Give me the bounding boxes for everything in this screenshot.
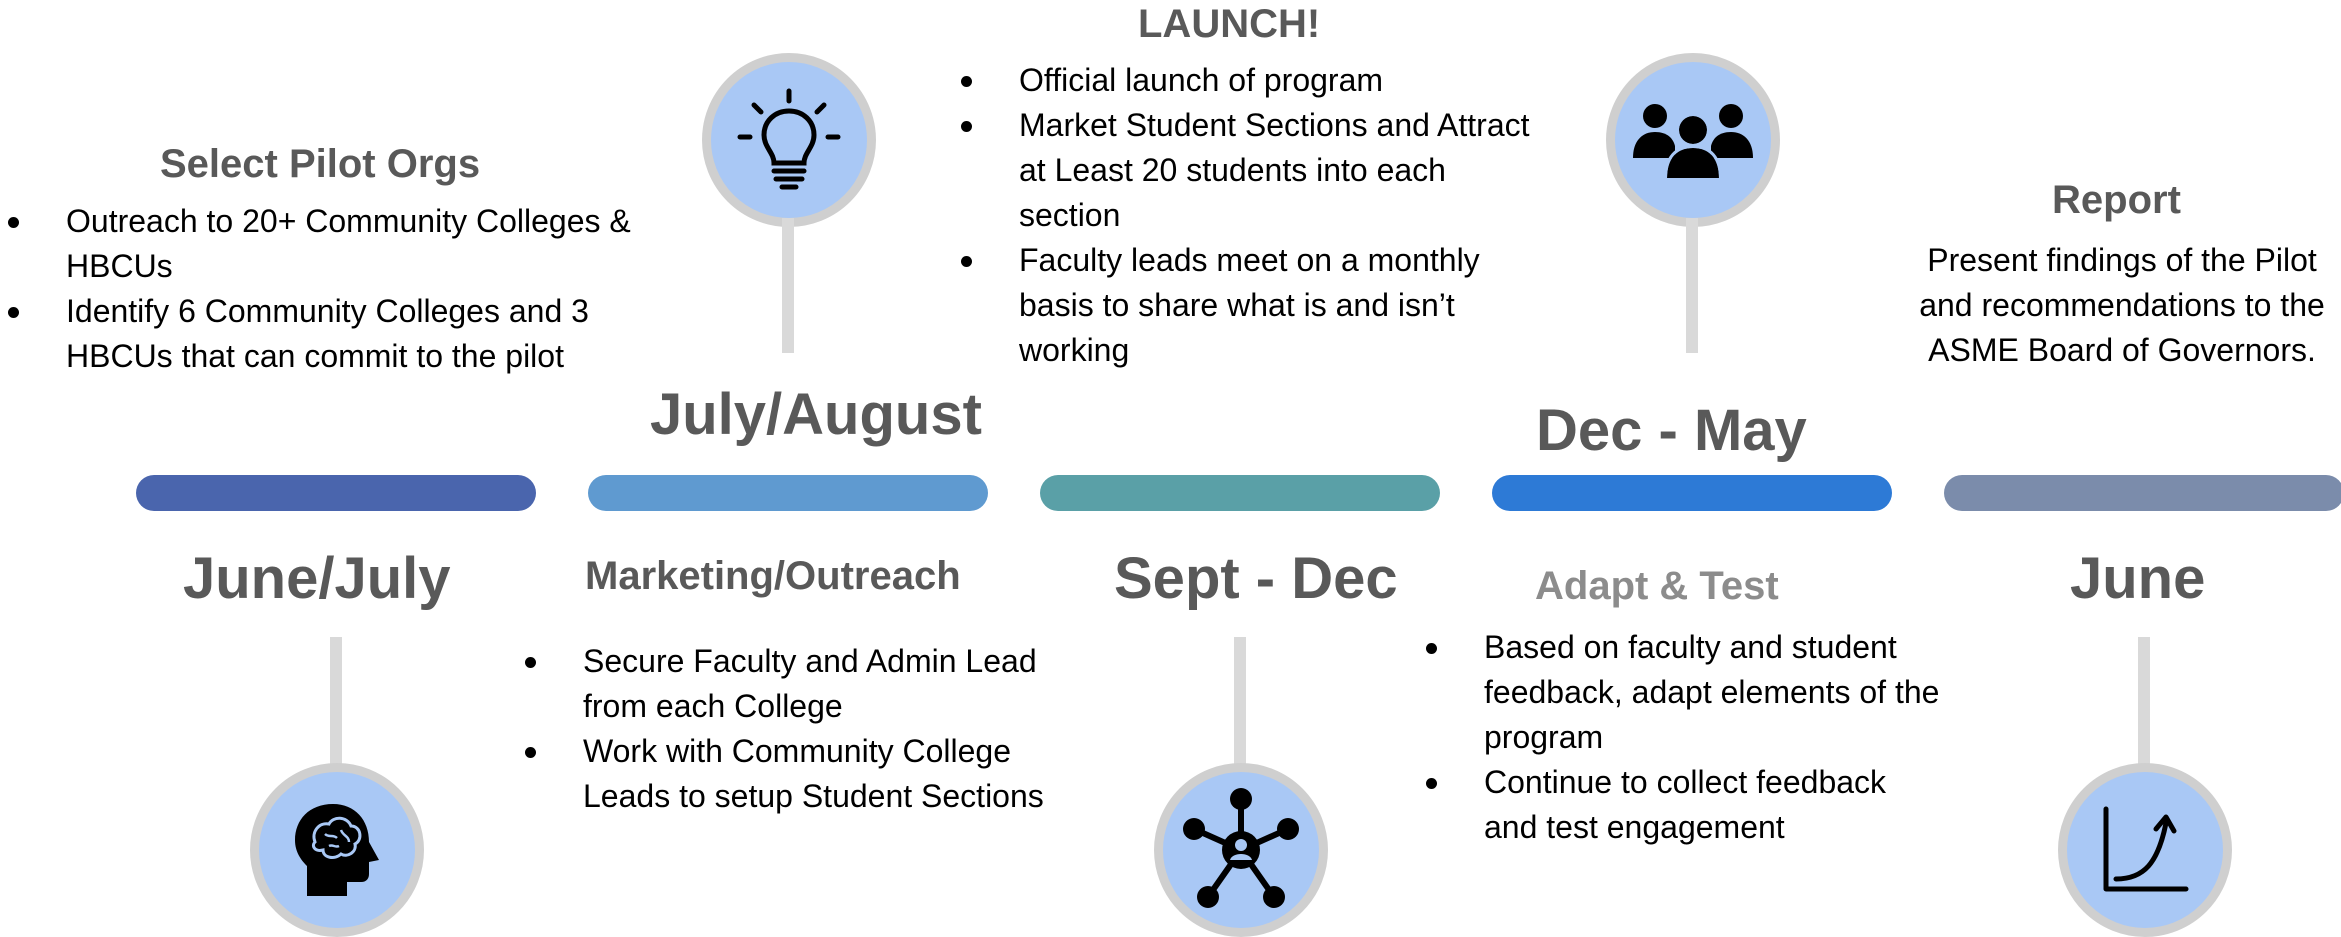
- phase3-bullet-1: Official launch of program: [959, 58, 1539, 103]
- phase4-bullet-2: Continue to collect feedback and test en…: [1424, 760, 1944, 850]
- phase1-bullet-2: Identify 6 Community Colleges and 3 HBCU…: [6, 289, 686, 379]
- phase4-bullet-1: Based on faculty and student feedback, a…: [1424, 625, 1944, 760]
- phase2-stem: [782, 218, 794, 353]
- network-hub-icon: [1183, 788, 1299, 908]
- phase3-bullet-2: Market Student Sections and Attract at L…: [959, 103, 1539, 238]
- phase5-stem: [2138, 637, 2150, 772]
- lightbulb-icon: [737, 88, 841, 190]
- phase5-date: June: [2070, 546, 2206, 611]
- phase5-icon-circle: [2058, 763, 2232, 937]
- phase2-bullet-list: Secure Faculty and Admin Lead from each …: [523, 639, 1083, 819]
- phase2-bullet-1: Secure Faculty and Admin Lead from each …: [523, 639, 1083, 729]
- phase2-icon-circle: [702, 53, 876, 227]
- phase1-icon-circle: [250, 763, 424, 937]
- phase1-heading: Select Pilot Orgs: [160, 142, 481, 186]
- phase4-stem: [1686, 218, 1698, 353]
- growth-chart-icon: [2103, 806, 2189, 892]
- brain-head-icon: [295, 804, 379, 896]
- phase5-description: Present findings of the Pilot and recomm…: [1919, 242, 2325, 368]
- phase2-date: July/August: [650, 382, 982, 447]
- phase4-date: Dec - May: [1536, 398, 1807, 463]
- phase4-heading: Adapt & Test: [1535, 564, 1779, 608]
- timeline-bar-july-august: [588, 475, 988, 511]
- timeline-bar-june: [1944, 475, 2341, 511]
- phase1-stem: [330, 637, 342, 772]
- phase4-icon-circle: [1606, 53, 1780, 227]
- phase3-heading: LAUNCH!: [1138, 2, 1321, 46]
- phase2-heading: Marketing/Outreach: [585, 554, 961, 598]
- timeline-bar-sept-dec: [1040, 475, 1440, 511]
- phase1-bullet-list: Outreach to 20+ Community Colleges & HBC…: [6, 199, 686, 379]
- phase5-heading: Report: [2052, 178, 2181, 222]
- phase1-date: June/July: [183, 546, 451, 611]
- people-group-icon: [1633, 104, 1753, 180]
- timeline-bar-june-july: [136, 475, 536, 511]
- timeline-bar-dec-may: [1492, 475, 1892, 511]
- phase3-date: Sept - Dec: [1114, 546, 1398, 611]
- phase3-bullet-list: Official launch of program Market Studen…: [959, 58, 1539, 373]
- phase3-stem: [1234, 637, 1246, 772]
- phase3-icon-circle: [1154, 763, 1328, 937]
- phase3-bullet-3: Faculty leads meet on a monthly basis to…: [959, 238, 1539, 373]
- phase1-bullet-1: Outreach to 20+ Community Colleges & HBC…: [6, 199, 686, 289]
- phase2-bullet-2: Work with Community College Leads to set…: [523, 729, 1083, 819]
- phase4-bullet-list: Based on faculty and student feedback, a…: [1424, 625, 1944, 850]
